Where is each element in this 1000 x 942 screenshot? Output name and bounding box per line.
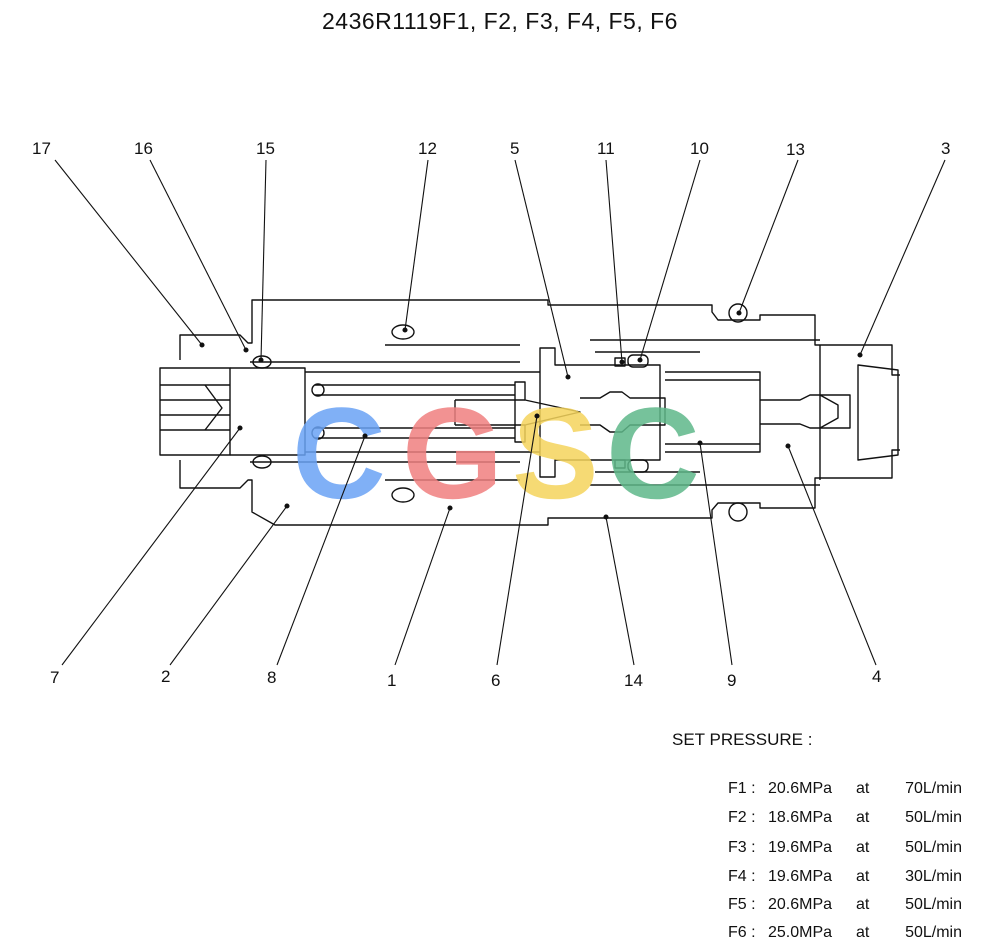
callout-6: 6 [491, 671, 500, 690]
housing-outline-top [179, 299, 900, 376]
callout-14: 14 [624, 671, 643, 690]
callout-4: 4 [872, 667, 881, 686]
sleeve [539, 347, 661, 478]
o-ring [728, 303, 748, 323]
callout-11: 11 [597, 139, 615, 158]
callout-7: 7 [50, 668, 59, 687]
callout-9: 9 [727, 671, 736, 690]
o-ring [252, 455, 272, 469]
callout-1: 1 [387, 671, 396, 690]
callout-2: 2 [161, 667, 170, 686]
poppet [514, 381, 581, 443]
watermark-s: S [512, 380, 599, 526]
o-ring [252, 355, 272, 369]
callout-3: 3 [941, 139, 950, 158]
housing-outline-bottom [179, 449, 900, 526]
watermark-c1: C [292, 380, 386, 526]
o-ring [728, 502, 748, 522]
spring [315, 384, 515, 439]
callout-10: 10 [690, 139, 709, 158]
callout-15: 15 [256, 139, 275, 158]
callout-13: 13 [786, 140, 805, 159]
end-cap [857, 364, 899, 461]
callout-5: 5 [510, 139, 519, 158]
set-pressure-heading: SET PRESSURE : [672, 730, 813, 749]
o-ring [391, 324, 415, 340]
backup-ring [627, 459, 649, 473]
o-ring [391, 487, 415, 503]
callout-16: 16 [134, 139, 153, 158]
watermark-g: G [402, 380, 503, 526]
watermark-c2: C [606, 380, 700, 526]
callout-17: 17 [32, 139, 51, 158]
diagram-title: 2436R1119F1, F2, F3, F4, F5, F6 [322, 8, 678, 34]
callout-12: 12 [418, 139, 437, 158]
callout-8: 8 [267, 668, 276, 687]
backup-ring [627, 354, 649, 368]
